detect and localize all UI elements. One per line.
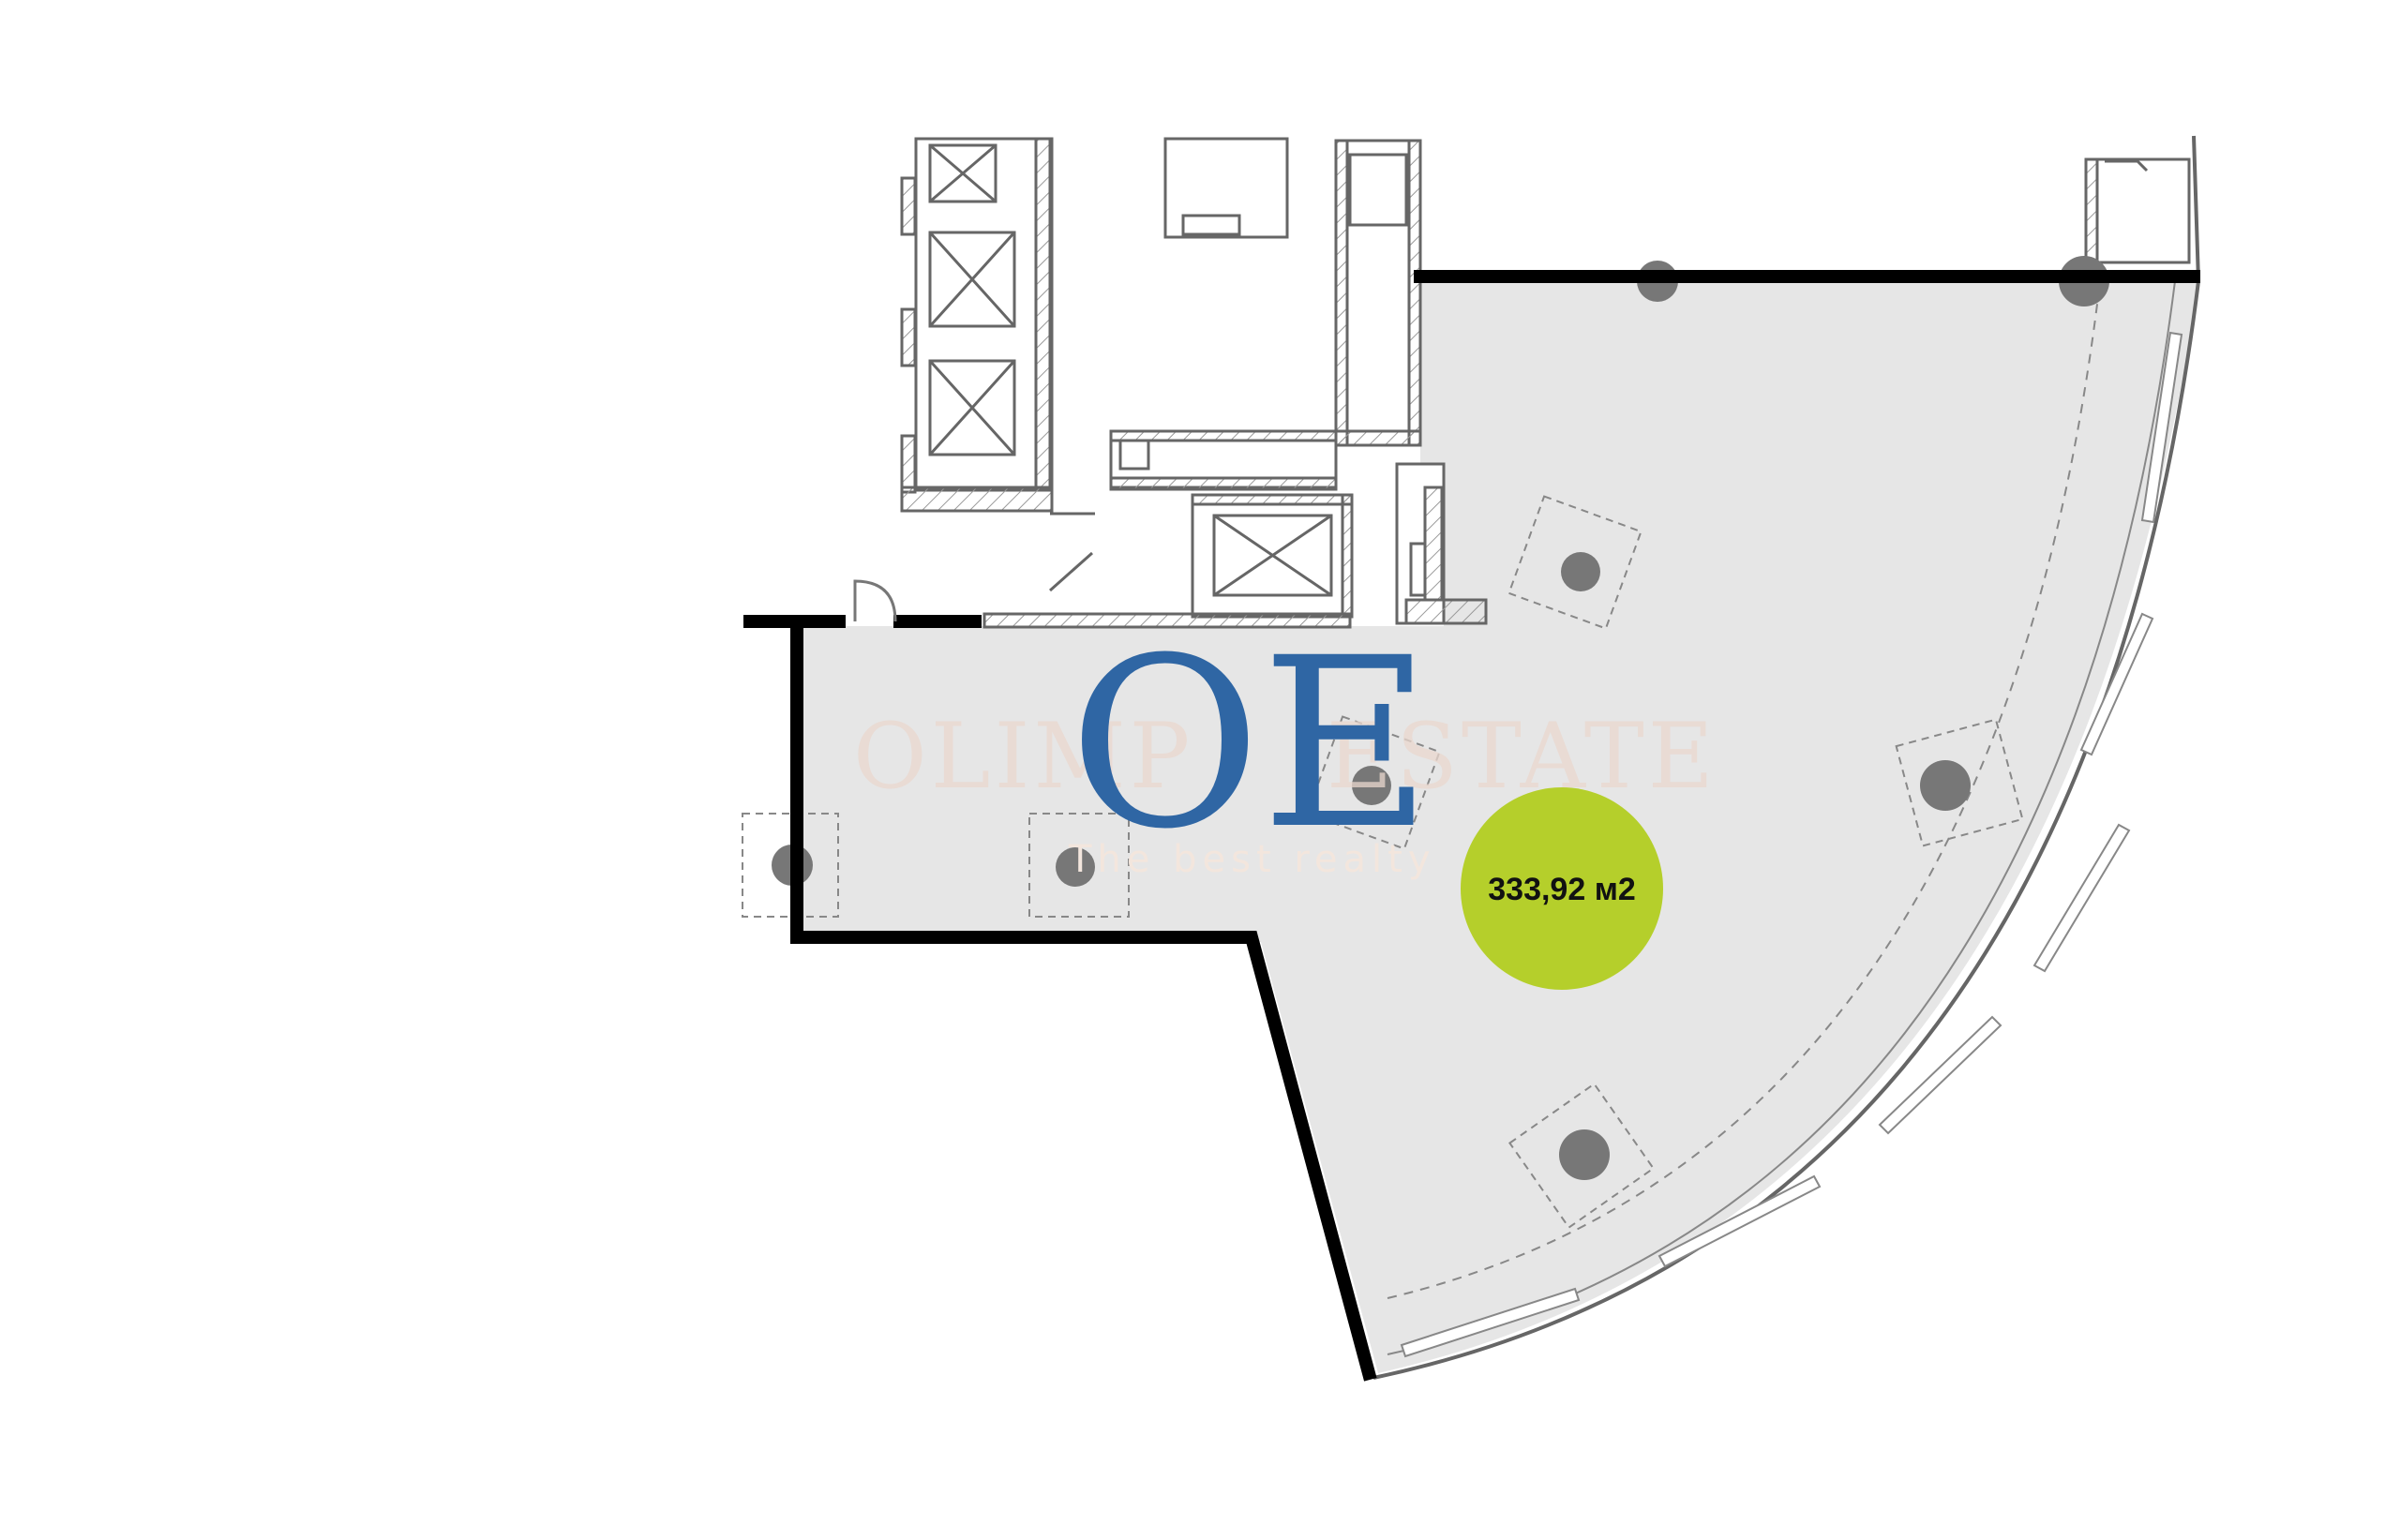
watermark-logo: OE [1069, 607, 1432, 880]
watermark-letters-left: OLIMP [853, 704, 1193, 809]
facade-curve-outer [1372, 135, 2201, 1380]
entrance-door[interactable] [853, 579, 897, 622]
watermark-tagline: The best realty [1068, 838, 1436, 881]
facade-dashed-line [1387, 280, 2101, 1299]
column-outlines [742, 495, 2024, 1229]
area-badge: 333,92 м2 [1461, 787, 1663, 990]
watermark-letters-right: ESTATE [1327, 704, 1718, 809]
facade-windows [1400, 331, 2183, 1358]
area-label: 333,92 м2 [1488, 872, 1636, 907]
building-core [900, 137, 2191, 629]
watermark: OLIMP ESTATE OE The best realty [853, 607, 1718, 881]
unit-walls [743, 270, 2200, 1382]
